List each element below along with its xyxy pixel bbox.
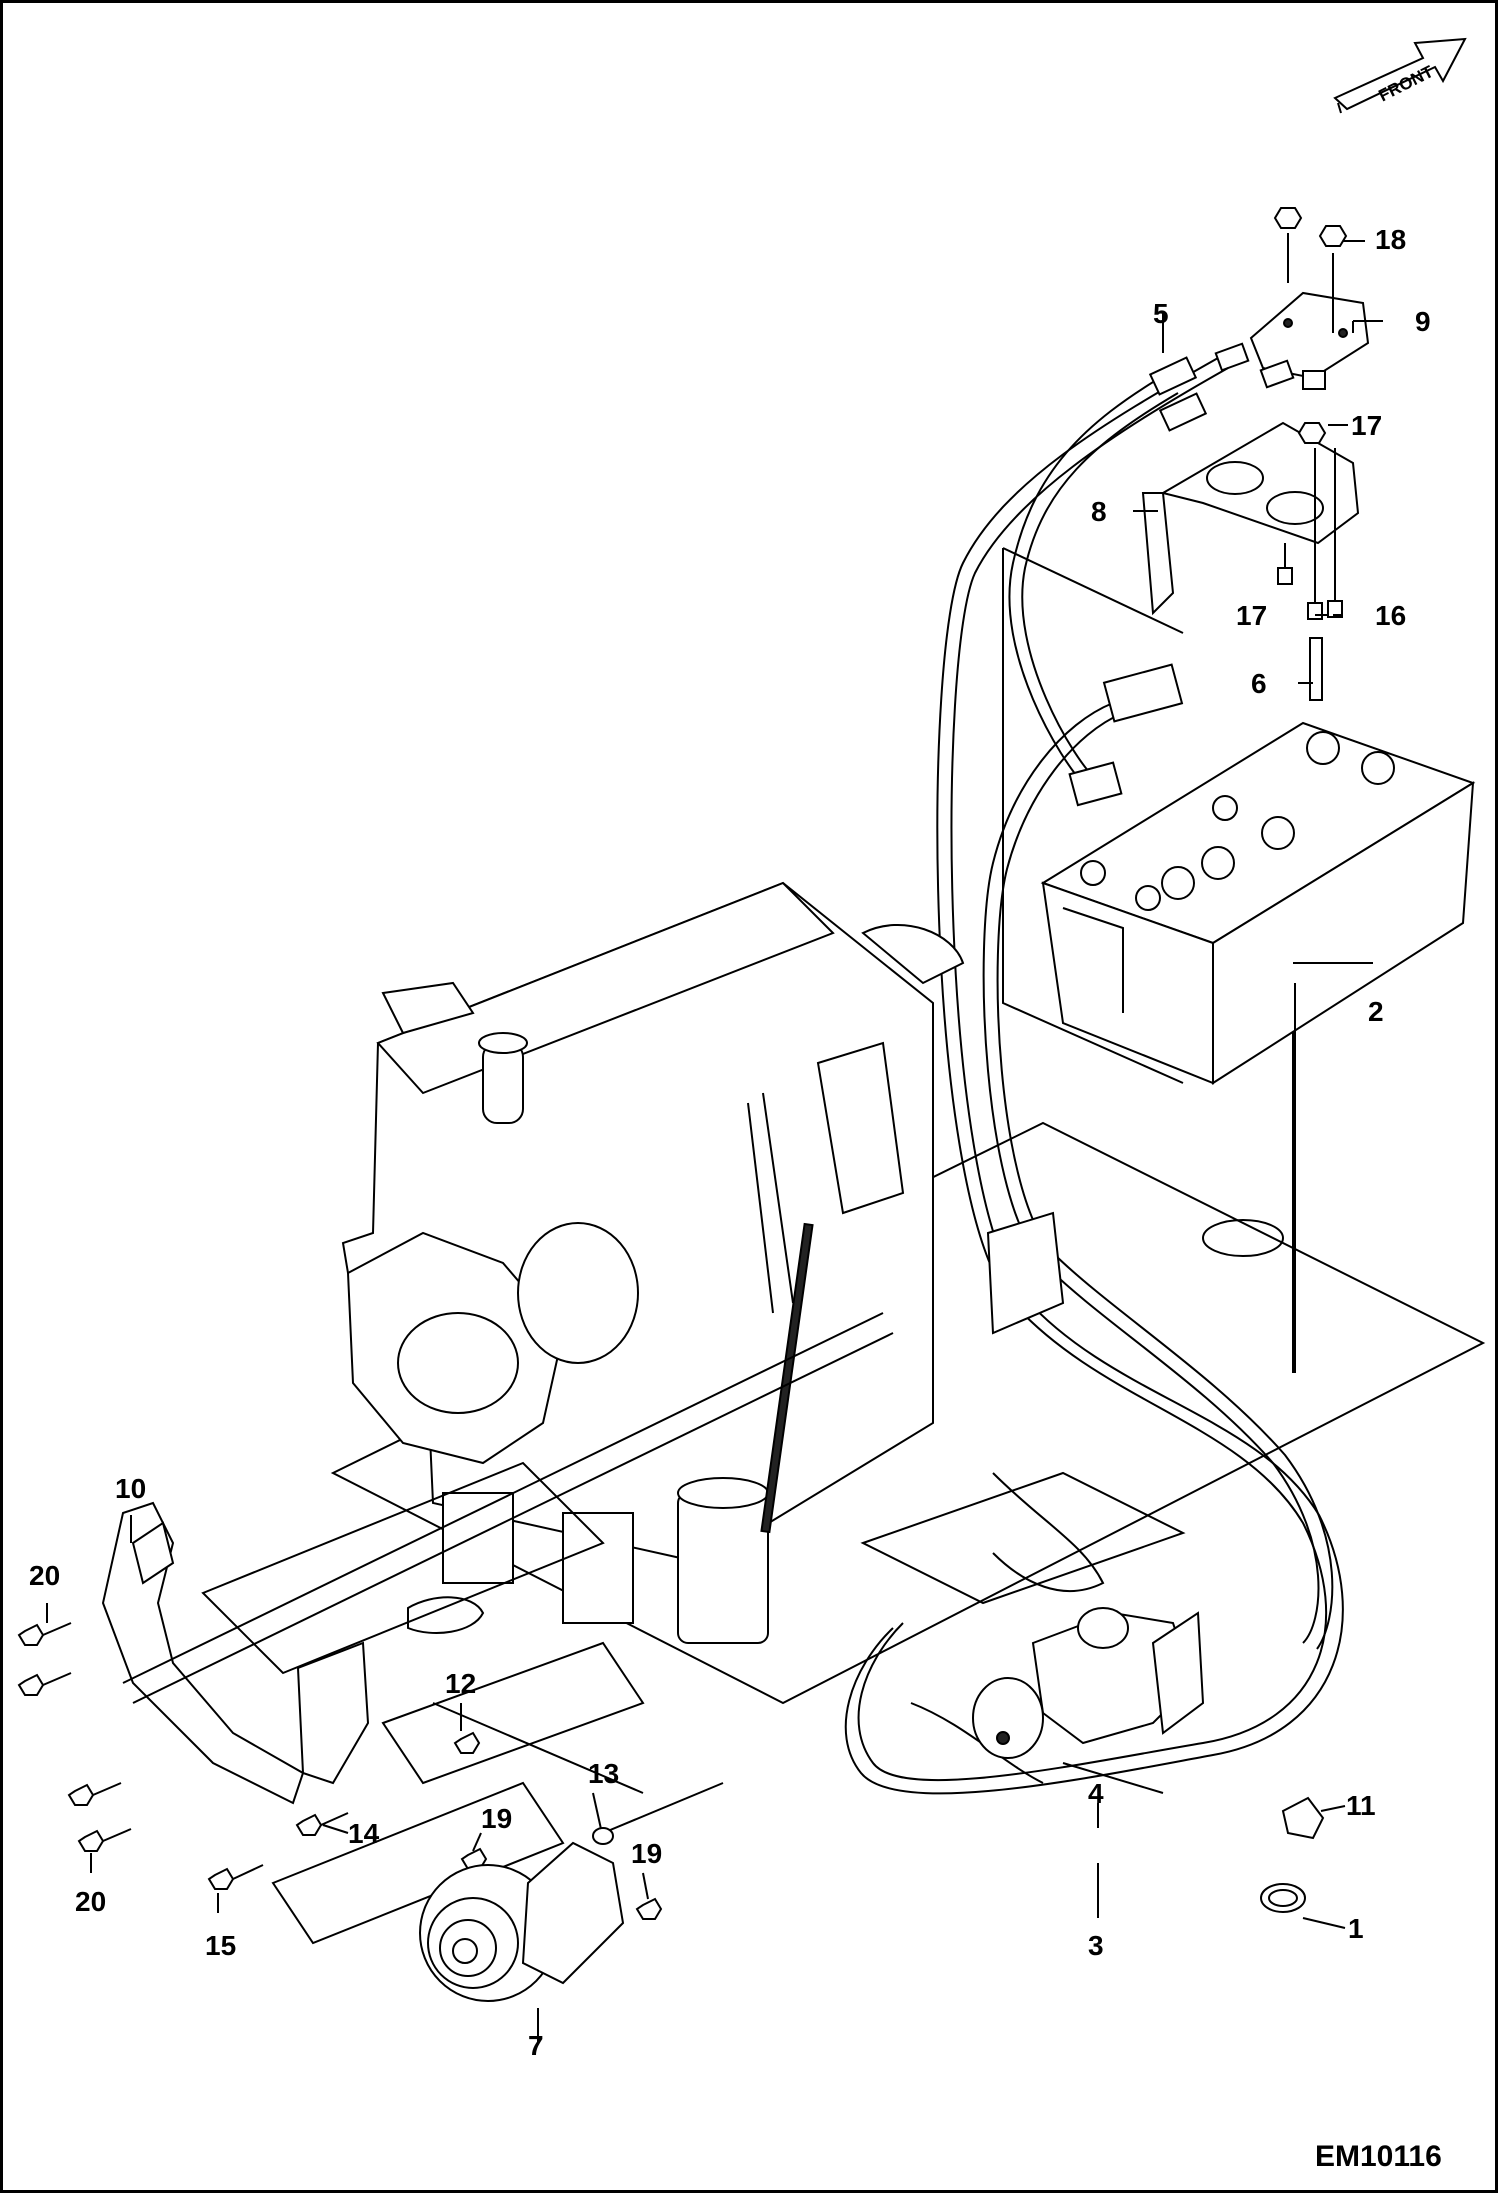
battery bbox=[1040, 721, 1476, 1085]
callout-12: 12 bbox=[445, 1668, 476, 1699]
callout-10: 10 bbox=[115, 1473, 146, 1504]
callout-16: 16 bbox=[1375, 600, 1406, 631]
battery-disconnect-switch bbox=[1214, 291, 1370, 390]
callout-5: 5 bbox=[1153, 298, 1169, 329]
fasteners bbox=[1273, 207, 1348, 701]
battery-hold-down-bracket bbox=[1141, 421, 1360, 616]
callout-20-lower: 20 bbox=[75, 1886, 106, 1917]
callout-8: 8 bbox=[1091, 496, 1107, 527]
callout-17-lower: 17 bbox=[1236, 600, 1267, 631]
battery-cables bbox=[844, 356, 1344, 1795]
drawing-id: EM10116 bbox=[1315, 2140, 1442, 2173]
callout-4: 4 bbox=[1088, 1778, 1104, 1809]
callout-3: 3 bbox=[1088, 1930, 1104, 1961]
callout-19-left: 19 bbox=[481, 1803, 512, 1834]
leader-lines bbox=[46, 240, 1383, 2043]
starter-motor bbox=[972, 1607, 1205, 1759]
callout-14: 14 bbox=[348, 1818, 380, 1849]
engine-mount-brackets bbox=[101, 1312, 894, 1945]
callout-13: 13 bbox=[588, 1758, 619, 1789]
part-callouts: 1 2 3 4 5 6 7 8 9 10 11 12 13 14 15 16 1… bbox=[29, 224, 1431, 2061]
front-arrow-icon: FRONT bbox=[1333, 37, 1467, 114]
callout-1: 1 bbox=[1348, 1913, 1364, 1944]
callout-20-upper: 20 bbox=[29, 1560, 60, 1591]
callout-2: 2 bbox=[1368, 996, 1384, 1027]
cable-clamp bbox=[1260, 1796, 1325, 1913]
callout-11: 11 bbox=[1346, 1790, 1376, 1821]
engine-block bbox=[341, 881, 1105, 1644]
mount-bolts bbox=[17, 1622, 663, 1920]
callout-7: 7 bbox=[528, 2030, 544, 2061]
battery-mount-plate bbox=[1002, 547, 1184, 1084]
alternator bbox=[419, 1841, 625, 2002]
callout-15: 15 bbox=[205, 1930, 236, 1961]
exploded-parts-diagram: FRONT bbox=[17, 37, 1486, 2173]
callout-9: 9 bbox=[1415, 306, 1431, 337]
callout-18: 18 bbox=[1375, 224, 1406, 255]
callout-19-right: 19 bbox=[631, 1838, 662, 1869]
callout-6: 6 bbox=[1251, 668, 1267, 699]
callout-17-upper: 17 bbox=[1351, 410, 1382, 441]
